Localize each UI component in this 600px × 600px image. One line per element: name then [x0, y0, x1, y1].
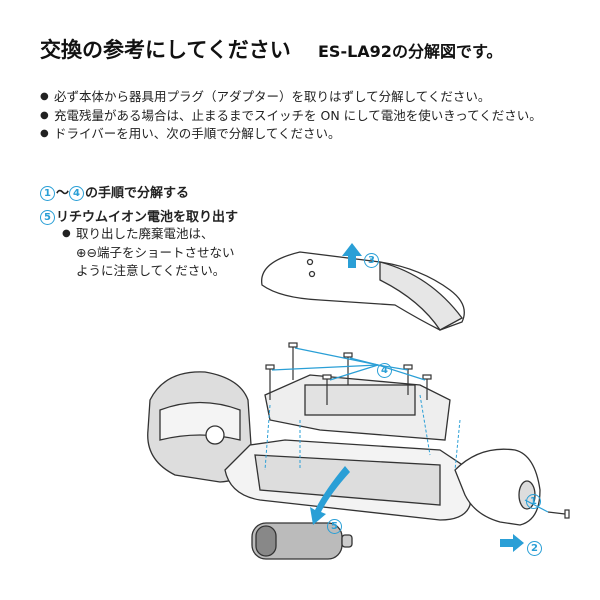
step-text: リチウムイオン電池を取り出す [56, 210, 239, 225]
step-number: 4 [69, 186, 85, 201]
instruction-list: 必ず本体から器具用プラグ（アダプター）を取りはずして分解してください。 充電残量… [40, 88, 580, 144]
instruction-item: ドライバーを用い、次の手順で分解してください。 [40, 125, 580, 144]
end-cap [454, 448, 541, 526]
battery-note: 取り出した廃棄電池は、 ⊕⊖端子をショートさせない ように注意してください。 [62, 225, 272, 281]
page-title: 交換の参考にしてください [40, 38, 291, 62]
step-text: の手順で分解する [85, 186, 190, 201]
callout-1: 1 [526, 490, 542, 509]
page-subtitle: ES-LA92の分解図です。 [318, 42, 503, 61]
arrow-up-icon [342, 243, 362, 268]
range-separator: 〜 [56, 186, 70, 201]
cover-inner [379, 261, 463, 331]
note-line: 取り出した廃棄電池は、 [62, 225, 272, 244]
callout-2: 2 [527, 537, 543, 556]
callout-3: 3 [364, 249, 380, 268]
callout-4: 4 [377, 359, 393, 378]
note-line: ⊕⊖端子をショートさせない [76, 244, 235, 260]
step-number: 1 [40, 186, 55, 201]
arrow-right-icon [500, 534, 524, 552]
screws [265, 342, 570, 519]
arrow-down-icon [310, 466, 350, 525]
instruction-item: 充電残量がある場合は、止まるまでスイッチを ON にして電池を使いきってください… [40, 107, 580, 126]
instruction-item: 必ず本体から器具用プラグ（アダプター）を取りはずして分解してください。 [40, 88, 580, 107]
callout-5: 5 [327, 515, 343, 534]
note-line: ように注意してください。 [76, 263, 226, 278]
battery [251, 522, 353, 560]
step-number: 5 [40, 210, 55, 225]
